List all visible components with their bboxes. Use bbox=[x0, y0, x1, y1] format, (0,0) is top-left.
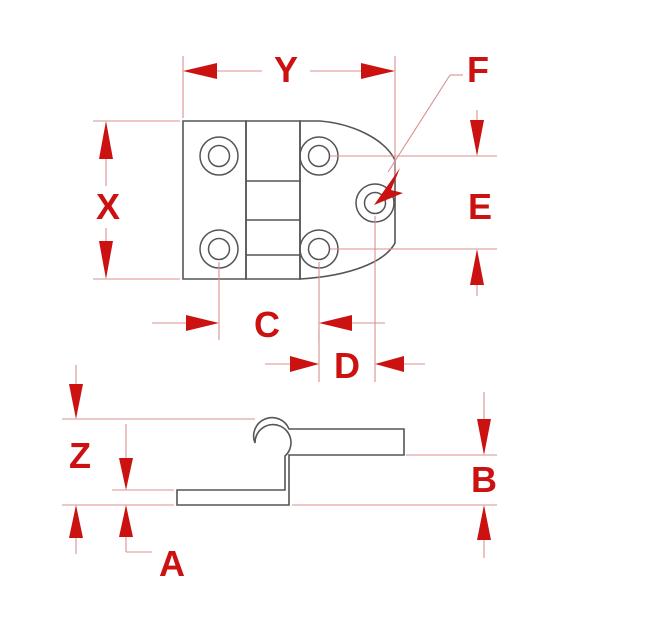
arrow-y-left bbox=[183, 63, 217, 79]
arrow-e-up bbox=[470, 249, 484, 285]
dimension-label-x: X bbox=[96, 186, 120, 227]
arrow-f-leader bbox=[374, 168, 403, 205]
arrow-z-down bbox=[69, 384, 83, 419]
arrow-z-up bbox=[69, 505, 83, 538]
dimension-label-y: Y bbox=[274, 49, 298, 90]
arrow-d-left bbox=[290, 356, 319, 372]
dimension-label-e: E bbox=[468, 186, 492, 227]
dimension-label-a: A bbox=[159, 543, 185, 584]
arrow-e-down bbox=[470, 120, 484, 156]
arrow-c-right bbox=[319, 315, 352, 331]
arrow-b-down bbox=[477, 419, 491, 455]
right-leaf-outline bbox=[299, 120, 396, 280]
arrow-x-down bbox=[99, 241, 113, 279]
side-profile-outline bbox=[176, 416, 405, 506]
front-view-arrowheads bbox=[99, 63, 484, 372]
dimension-extension-lines bbox=[93, 56, 497, 382]
arrow-d-right bbox=[375, 356, 404, 372]
dimension-label-z: Z bbox=[69, 435, 91, 476]
dimension-label-f: F bbox=[467, 49, 489, 90]
arrow-a-down bbox=[119, 458, 133, 490]
dimension-label-d: D bbox=[334, 345, 360, 386]
side-view-part bbox=[176, 416, 405, 506]
side-view-arrowheads bbox=[69, 384, 491, 540]
front-view-part bbox=[182, 120, 396, 280]
dimension-labels: Y F X E C D Z A B bbox=[69, 49, 497, 584]
arrow-c-left bbox=[186, 315, 219, 331]
arrow-b-up bbox=[477, 505, 491, 540]
leader-line-f bbox=[387, 74, 451, 173]
arrow-x-up bbox=[99, 121, 113, 159]
arrow-y-right bbox=[361, 63, 395, 79]
hole-top-left bbox=[199, 136, 239, 176]
arrow-a-up bbox=[119, 505, 133, 537]
dimension-label-c: C bbox=[254, 304, 280, 345]
front-view-holes bbox=[199, 136, 395, 269]
dimension-label-b: B bbox=[471, 459, 497, 500]
